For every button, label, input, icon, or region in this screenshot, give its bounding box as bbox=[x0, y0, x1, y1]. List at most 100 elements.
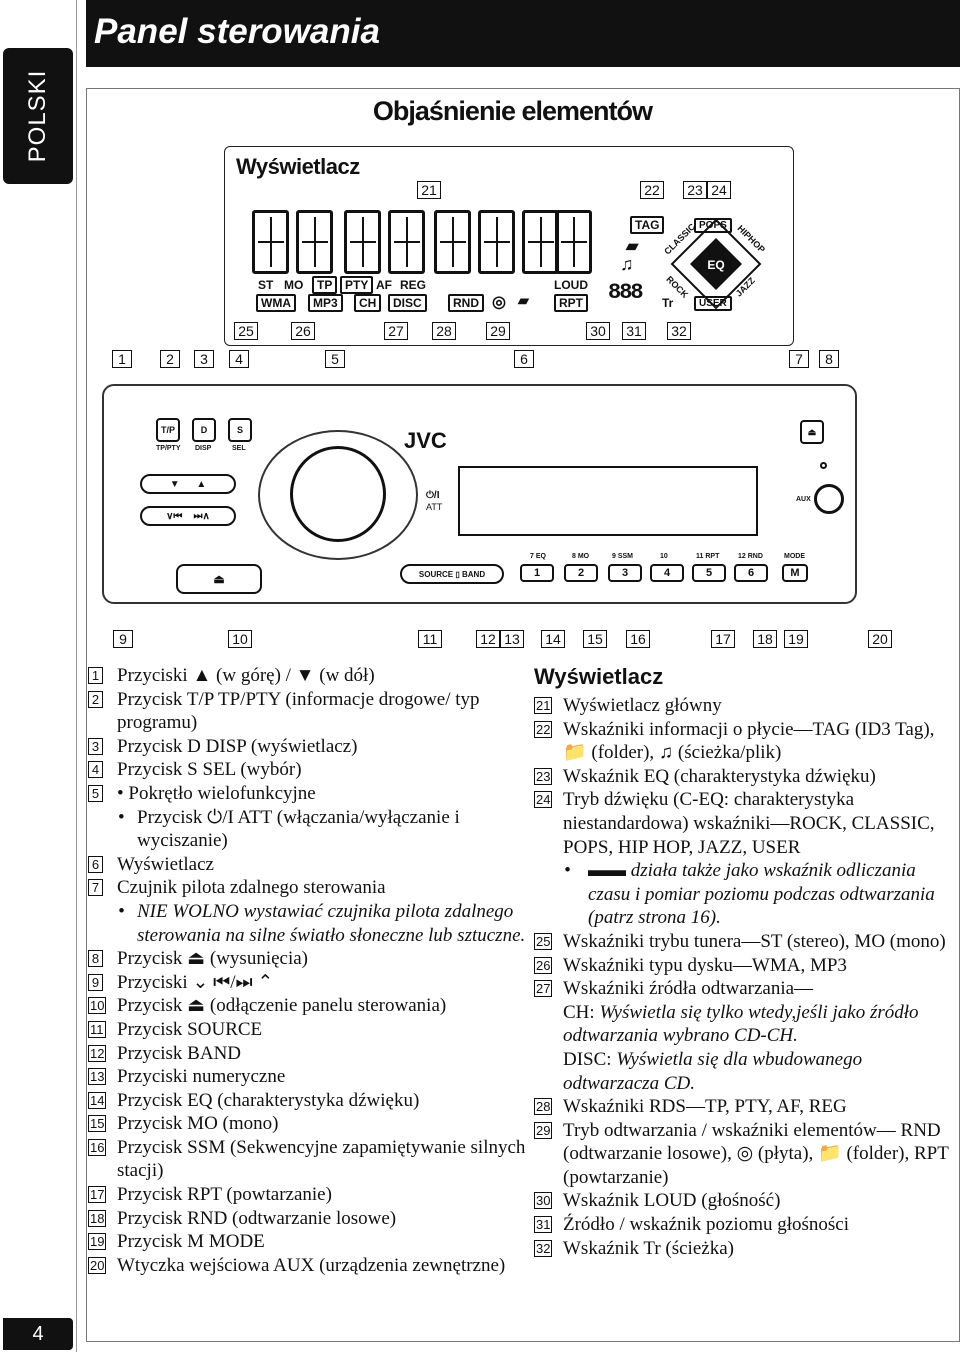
skip-buttons[interactable]: ∨⏮ ⏭∧ bbox=[140, 506, 236, 526]
item-number: 14 bbox=[88, 1091, 107, 1109]
lcd-digit bbox=[252, 210, 289, 274]
item-number: 11 bbox=[88, 1020, 106, 1038]
lcd-main-display bbox=[252, 210, 592, 280]
lcd-digit bbox=[388, 210, 425, 274]
preset-button-5[interactable]: 5 bbox=[692, 564, 726, 582]
callout-1: 1 bbox=[112, 350, 132, 368]
indicator-rnd: RND bbox=[448, 294, 484, 312]
preset-button-6[interactable]: 6 bbox=[734, 564, 768, 582]
item-text: Tryb dźwięku (C-EQ: charakterystyka nies… bbox=[563, 789, 935, 858]
indicator-pops: POPS bbox=[694, 218, 732, 233]
indicator-ch: CH bbox=[354, 294, 382, 312]
item-text: Czujnik pilota zdalnego sterowania bbox=[117, 877, 386, 899]
callout-18: 18 bbox=[753, 630, 777, 648]
display-diagram-title: Wyświetlacz bbox=[236, 154, 360, 179]
disp-button-label: DISP bbox=[195, 445, 212, 452]
item-number: 31 bbox=[534, 1216, 553, 1234]
multifunction-dial[interactable] bbox=[290, 446, 386, 542]
indicator-tr: Tr bbox=[662, 296, 674, 310]
item-27-ch: CH: Wyświetla się tylko wtedy,jeśli jako… bbox=[534, 1001, 958, 1048]
item-number: 26 bbox=[534, 956, 553, 974]
preset-label-3: 9 SSM bbox=[612, 553, 634, 560]
callout-4: 4 bbox=[229, 350, 249, 368]
display-section-title: Wyświetlacz bbox=[534, 664, 664, 689]
item-number: 15 bbox=[88, 1115, 107, 1133]
preset-label-2: 8 MO bbox=[572, 553, 590, 560]
lcd-digit bbox=[555, 210, 592, 274]
item-text: Wskaźniki RDS—TP, PTY, AF, REG bbox=[563, 1096, 847, 1118]
brand-logo: JVC bbox=[404, 428, 447, 453]
item-number: 21 bbox=[534, 697, 553, 714]
disp-button[interactable]: D bbox=[192, 418, 216, 442]
disc-icon: ◎ bbox=[492, 294, 506, 311]
callout-32: 32 bbox=[667, 322, 691, 340]
mode-button[interactable]: M bbox=[782, 564, 808, 582]
up-down-buttons[interactable]: ▼ ▲ bbox=[140, 474, 236, 494]
lcd-digit bbox=[522, 210, 559, 274]
sel-button[interactable]: S bbox=[228, 418, 252, 442]
item-number: 32 bbox=[534, 1239, 553, 1257]
item-text: • Pokrętło wielofunkcyjne bbox=[117, 782, 316, 804]
preset-button-3[interactable]: 3 bbox=[608, 564, 642, 582]
list-item: 32 Wskaźnik Tr (ścieżka) bbox=[534, 1237, 958, 1261]
tp-button[interactable]: T/P bbox=[156, 418, 180, 442]
item-text: Przyciski ⌄ ⏮/⏭ ⌃ bbox=[117, 971, 274, 993]
band-label: BAND bbox=[461, 569, 486, 579]
callout-12: 12 bbox=[476, 630, 500, 648]
item-number: 18 bbox=[88, 1209, 107, 1227]
source-band-button[interactable]: SOURCE ▯ BAND bbox=[400, 564, 504, 584]
item-number: 27 bbox=[534, 980, 553, 998]
lcd-digit bbox=[434, 210, 471, 274]
aux-jack[interactable] bbox=[814, 484, 844, 514]
list-item: 28 Wskaźniki RDS—TP, PTY, AF, REG bbox=[534, 1095, 958, 1119]
display-diagram bbox=[224, 146, 794, 346]
callout-21: 21 bbox=[417, 181, 441, 199]
item-text: Wskaźnik Tr (ścieżka) bbox=[563, 1237, 734, 1259]
list-item: 11 Przycisk SOURCE bbox=[88, 1018, 528, 1042]
level-meter-icon: ▬▬ bbox=[588, 860, 631, 882]
control-dial-ring bbox=[258, 430, 418, 560]
item-text: Przycisk S SEL (wybór) bbox=[117, 759, 302, 781]
item-text: Przycisk T/P TP/PTY (informacje drogowe/… bbox=[117, 688, 480, 734]
item-24-note-text: działa także jako wskaźnik odliczania cz… bbox=[588, 860, 935, 929]
item-number: 1 bbox=[88, 667, 103, 684]
callout-27: 27 bbox=[384, 322, 408, 340]
preset-button-4[interactable]: 4 bbox=[650, 564, 684, 582]
callout-5: 5 bbox=[325, 350, 345, 368]
tp-button-label: TP/PTY bbox=[156, 445, 181, 452]
indicator-st: ST bbox=[258, 278, 274, 292]
item-5-sub: Przycisk ⏻/I ATT (włączania/wyłączanie i… bbox=[88, 806, 528, 853]
item-number: 28 bbox=[534, 1098, 553, 1116]
item-number: 4 bbox=[88, 761, 103, 779]
eject-button[interactable]: ⏏ bbox=[800, 420, 824, 444]
callout-9: 9 bbox=[113, 630, 133, 648]
folder-icon: ▰ bbox=[518, 292, 529, 308]
callout-20: 20 bbox=[868, 630, 892, 648]
item-text: Przycisk M MODE bbox=[117, 1231, 265, 1253]
indicator-pty: PTY bbox=[340, 276, 374, 294]
preset-label-4: 10 bbox=[660, 553, 668, 560]
callout-29: 29 bbox=[486, 322, 510, 340]
list-item: 4 Przycisk S SEL (wybór) bbox=[88, 758, 528, 782]
item-text: Przycisk SOURCE bbox=[117, 1018, 263, 1040]
level-digits: 888 bbox=[608, 280, 644, 305]
preset-button-1[interactable]: 1 bbox=[520, 564, 554, 582]
disc-text: Wyświetla się dla wbudowanego odtwarzacz… bbox=[563, 1048, 863, 1094]
language-tab: POLSKI bbox=[3, 48, 73, 184]
item-number: 6 bbox=[88, 855, 103, 873]
callout-10: 10 bbox=[228, 630, 252, 648]
detach-button[interactable]: ⏏ bbox=[176, 564, 262, 594]
item-24-note: ▬▬ działa także jako wskaźnik odliczania… bbox=[534, 859, 958, 930]
margin-rule bbox=[76, 0, 77, 1352]
indicator-af: AF bbox=[376, 278, 392, 292]
aux-label: AUX bbox=[796, 496, 811, 503]
preset-button-2[interactable]: 2 bbox=[564, 564, 598, 582]
